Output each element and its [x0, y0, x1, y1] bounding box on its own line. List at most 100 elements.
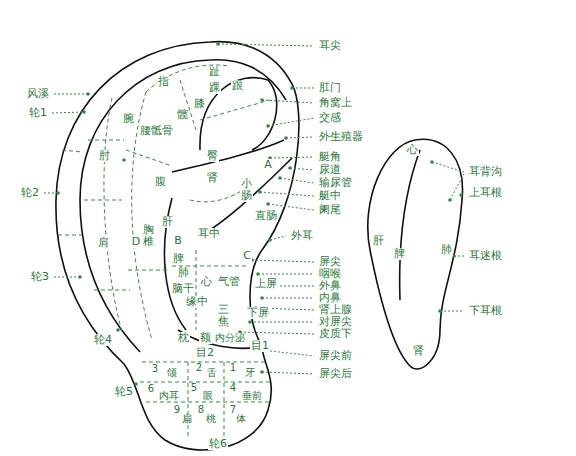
leader-line	[240, 332, 314, 334]
leader-line	[440, 311, 464, 312]
point-label: 颌	[166, 368, 178, 379]
point-label: 枕	[177, 332, 190, 344]
point-label: 下屏	[246, 307, 270, 319]
point-label: 肺	[177, 267, 190, 279]
point-dot	[122, 158, 126, 162]
point-dot	[260, 370, 264, 374]
point-label: D	[131, 236, 141, 248]
point-dot	[216, 42, 220, 46]
point-label: 外生殖器	[318, 131, 364, 143]
zone-line	[84, 200, 122, 201]
point-dot	[248, 320, 252, 324]
point-dot	[288, 166, 292, 170]
leader-line	[44, 193, 58, 194]
helix-crus	[200, 158, 292, 236]
leader-line	[262, 372, 314, 374]
helix-inner	[80, 60, 286, 352]
point-label: 轮1	[28, 107, 48, 119]
zone-line	[200, 100, 270, 120]
point-label: 轮4	[93, 334, 113, 346]
ear-back-outline	[368, 139, 463, 369]
point-label: 肛门	[318, 82, 342, 94]
point-dot	[82, 110, 86, 114]
point-label: B	[173, 235, 183, 247]
point-label: 三焦	[217, 304, 230, 328]
leader-line	[218, 44, 314, 46]
point-dot	[452, 254, 456, 258]
point-dot	[86, 92, 90, 96]
point-label: 踝	[208, 82, 221, 94]
zone-line	[88, 140, 124, 141]
point-label: 肝	[372, 235, 385, 247]
point-label: 下耳根	[468, 305, 503, 317]
point-label: 轮3	[30, 271, 50, 283]
point-dot	[278, 176, 282, 180]
point-label: 脑干	[171, 283, 195, 295]
triangular-fossa	[200, 78, 277, 150]
leader-line	[258, 274, 314, 275]
point-dot	[448, 198, 452, 202]
point-label: 肾	[206, 172, 219, 184]
zone-line	[104, 98, 122, 332]
point-label: 肝	[161, 216, 174, 228]
point-label: 耳迷根	[468, 250, 503, 262]
point-dot	[430, 160, 434, 164]
leader-line	[250, 322, 314, 323]
leader-line	[450, 174, 464, 200]
point-label: 屏尖后	[318, 368, 353, 380]
ear-outline	[56, 42, 299, 450]
point-label: 内耳	[158, 391, 180, 402]
point-label: 交感	[318, 112, 342, 124]
point-label: 心	[406, 144, 419, 156]
point-label: 脾	[172, 253, 185, 265]
point-label: 8	[197, 405, 205, 416]
point-label: 对屏尖	[318, 316, 353, 328]
point-label: 直肠	[254, 210, 278, 222]
leader-line	[270, 157, 314, 158]
point-label: A	[263, 159, 273, 171]
point-label: 跟	[231, 80, 244, 92]
point-label: 尿道	[318, 164, 342, 176]
point-label: 垂前	[241, 391, 263, 402]
point-label: 指	[157, 76, 170, 88]
leader-line	[54, 277, 80, 278]
point-label: 腕	[122, 113, 135, 125]
point-label: 眼	[202, 391, 214, 402]
point-label: 屏尖	[318, 256, 342, 268]
leader-line	[290, 168, 314, 170]
leader-line	[292, 88, 314, 89]
point-label: 5	[190, 383, 198, 394]
point-label: 耳尖	[318, 40, 342, 52]
point-dot	[260, 296, 264, 300]
point-label: 腰骶骨	[139, 125, 174, 137]
point-dot	[268, 238, 272, 242]
point-label: 4	[229, 383, 237, 394]
point-dot	[260, 98, 264, 102]
leader-line	[286, 137, 314, 138]
zone-line	[58, 235, 82, 236]
point-label: 胸椎	[142, 224, 155, 248]
point-label: 内分泌	[214, 333, 246, 344]
point-label: 外鼻	[318, 280, 342, 292]
point-dot	[266, 124, 270, 128]
point-label: 3	[151, 364, 159, 375]
leader-line	[54, 94, 88, 95]
point-label: 耳背沟	[468, 166, 503, 178]
point-label: 髋	[176, 109, 189, 121]
point-label: 阑尾	[318, 204, 342, 216]
point-label: 皮质下	[318, 328, 353, 340]
point-label: 牙	[244, 368, 256, 379]
point-label: 臀	[206, 150, 219, 162]
point-label: 腹	[154, 176, 167, 188]
point-label: 脾	[393, 248, 406, 260]
point-dot	[290, 86, 294, 90]
point-label: 轮6	[208, 438, 228, 450]
point-dot	[56, 191, 60, 195]
point-label: 上耳根	[468, 187, 503, 199]
zone-line	[196, 250, 197, 330]
point-label: 屏尖前	[318, 350, 353, 362]
point-label: 艇中	[318, 190, 342, 202]
point-label: 上屏	[254, 278, 278, 290]
point-label: 缘中	[185, 296, 209, 308]
point-label: C	[242, 250, 252, 262]
